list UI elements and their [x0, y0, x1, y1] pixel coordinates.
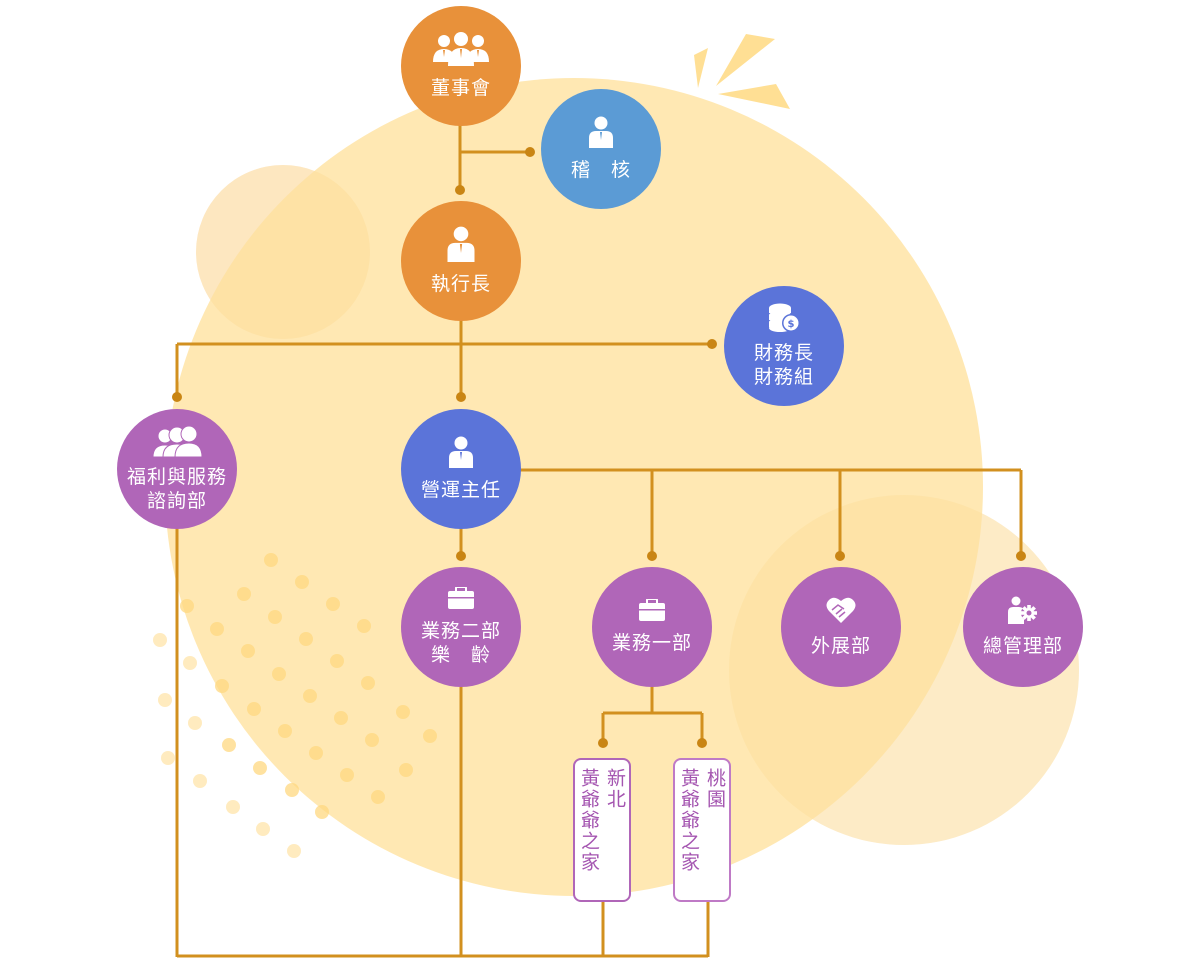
branch-taoyuan-name: 黃爺爺之家 — [678, 768, 700, 873]
person-icon — [588, 116, 614, 152]
node-welfare-label: 福利與服務 諮詢部 — [126, 466, 227, 512]
person-gear-icon — [1008, 596, 1038, 628]
branch-xinbei-region: 新北 — [604, 768, 626, 810]
node-ceo-label: 執行長 — [430, 273, 491, 295]
node-sales-1-label: 業務一部 — [611, 632, 692, 654]
node-sales-1[interactable]: 業務一部 — [592, 567, 712, 687]
node-sales-2[interactable]: 業務二部 樂 齡 — [401, 567, 521, 687]
connector-lines — [175, 125, 1023, 958]
node-welfare[interactable]: 福利與服務 諮詢部 — [117, 409, 237, 529]
node-board[interactable]: 董事會 — [401, 6, 521, 126]
svg-text:$: $ — [788, 319, 795, 330]
briefcase-icon — [639, 598, 665, 625]
node-cfo[interactable]: $ 財務長 財務組 — [724, 286, 844, 406]
node-admin[interactable]: 總管理部 — [963, 567, 1083, 687]
group-icon — [432, 32, 490, 70]
node-ceo[interactable]: 執行長 — [401, 201, 521, 321]
decor-circle-left-overlay — [196, 165, 370, 339]
node-audit[interactable]: 稽 核 — [541, 89, 661, 209]
node-outreach-label: 外展部 — [810, 635, 871, 657]
person-icon — [446, 226, 476, 266]
branch-xinbei[interactable]: 新北 黃爺爺之家 — [573, 758, 631, 902]
node-operations-label: 營運主任 — [420, 479, 501, 501]
node-operations[interactable]: 營運主任 — [401, 409, 521, 529]
node-audit-label: 稽 核 — [570, 159, 631, 181]
person-icon — [448, 436, 474, 472]
node-sales-2-label: 業務二部 樂 齡 — [420, 620, 501, 666]
handshake-icon — [826, 596, 856, 628]
connector-dots — [172, 147, 1026, 748]
node-board-label: 董事會 — [430, 77, 491, 99]
people-icon — [151, 425, 203, 461]
burst-rays-icon — [694, 34, 790, 109]
branch-xinbei-name: 黃爺爺之家 — [578, 768, 600, 873]
branch-taoyuan[interactable]: 桃園 黃爺爺之家 — [673, 758, 731, 902]
node-cfo-label: 財務長 財務組 — [753, 342, 814, 388]
node-outreach[interactable]: 外展部 — [781, 567, 901, 687]
branch-taoyuan-region: 桃園 — [704, 768, 726, 810]
decor-big-circle — [165, 78, 983, 896]
dot-pattern — [153, 553, 437, 858]
coins-icon: $ — [767, 303, 801, 337]
briefcase-icon — [448, 586, 474, 613]
node-admin-label: 總管理部 — [982, 635, 1063, 657]
